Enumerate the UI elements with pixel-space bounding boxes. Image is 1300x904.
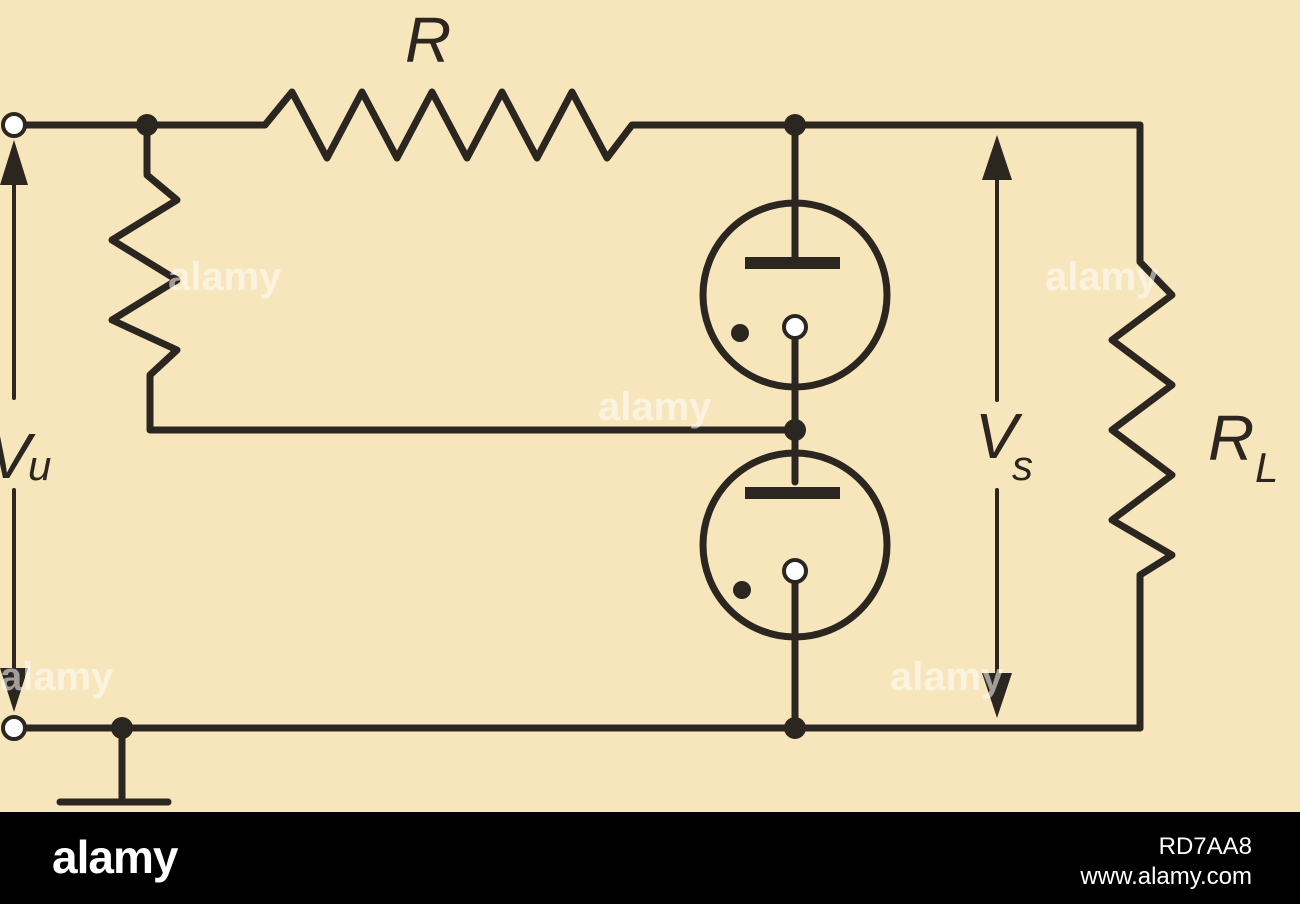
site-url: www.alamy.com [1080,863,1252,890]
ground-symbol [56,724,172,806]
label-rl-sub: L [1255,444,1278,491]
input-terminal-bottom [1,715,27,741]
label-vs-sub: s [1012,442,1033,489]
label-vu-sub: u [28,442,51,489]
label-rl: R [1208,402,1254,474]
image-id: RD7AA8 [1158,833,1252,860]
watermark-text: alamy [0,655,114,699]
watermark-text: alamy [1045,255,1159,299]
junction-dot [784,419,806,441]
watermark-text: alamy [168,255,282,299]
resistor-rl [1108,121,1176,732]
footer-logo: alamy [52,831,178,883]
junction-dot [784,114,806,136]
label-vs: V [975,400,1023,472]
label-r: R [405,4,451,76]
junction-dot [136,114,158,136]
watermark-text: alamy [598,385,712,429]
circuit-schematic: R V u V s R L alamy alamy alamy alamy al… [0,4,1279,806]
label-vu: V [0,420,36,492]
vs-arrow [982,135,1012,718]
watermark-text: alamy [890,655,1004,699]
junction-dot [784,717,806,739]
resistor-bias [108,121,799,434]
input-terminal-top [1,112,27,138]
lower-tube [699,449,891,641]
footer-info: RD7AA8 www.alamy.com [1080,832,1252,892]
footer-bar: alamy RD7AA8 www.alamy.com [0,812,1300,904]
vu-arrow [0,140,28,712]
top-wire [18,88,1144,162]
upper-tube [699,199,891,391]
